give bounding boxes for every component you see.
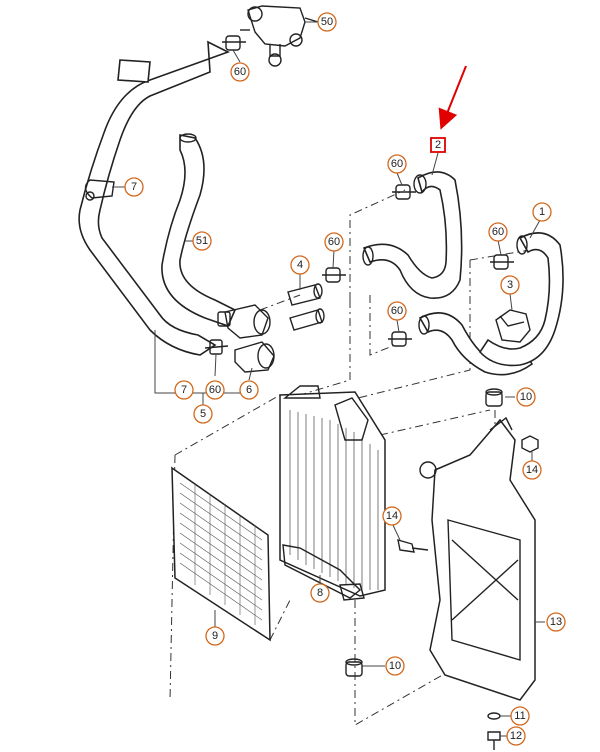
clamp-7-top bbox=[84, 179, 115, 201]
callout-7-bottom[interactable]: 7 bbox=[174, 380, 194, 400]
clamp-60-lower bbox=[388, 331, 412, 347]
callout-60-bottom[interactable]: 60 bbox=[205, 380, 225, 400]
radiator-8 bbox=[279, 385, 386, 601]
callout-6[interactable]: 6 bbox=[239, 380, 259, 400]
bolt-14-mid bbox=[397, 539, 429, 553]
connector-elbow-lower bbox=[234, 341, 275, 373]
callout-2[interactable]: 2 bbox=[430, 137, 446, 153]
clamp-60-hose1 bbox=[490, 254, 514, 270]
assembly-dash-lines bbox=[169, 189, 531, 726]
callout-9-label: 9 bbox=[212, 630, 218, 642]
callout-1-label: 1 bbox=[539, 206, 545, 218]
callout-60-b-label: 60 bbox=[328, 236, 340, 248]
callout-51[interactable]: 51 bbox=[192, 231, 212, 251]
callout-10-top[interactable]: 10 bbox=[516, 387, 536, 407]
callout-60-d[interactable]: 60 bbox=[488, 222, 508, 242]
callout-60-d-label: 60 bbox=[492, 226, 504, 238]
rubber-mount-10-top bbox=[485, 388, 503, 407]
callout-5[interactable]: 5 bbox=[193, 404, 213, 424]
callout-3[interactable]: 3 bbox=[500, 275, 520, 295]
callout-10-bottom-label: 10 bbox=[389, 660, 401, 672]
callout-60-top-label: 60 bbox=[234, 66, 246, 78]
callout-11[interactable]: 11 bbox=[510, 706, 530, 726]
callout-12-label: 12 bbox=[510, 730, 522, 742]
callout-14-right[interactable]: 14 bbox=[522, 460, 542, 480]
callout-50-label: 50 bbox=[321, 16, 333, 28]
hose-left-long bbox=[78, 40, 231, 356]
callout-4-label: 4 bbox=[297, 259, 303, 271]
callout-14-mid-label: 14 bbox=[386, 510, 398, 522]
callout-14-mid[interactable]: 14 bbox=[382, 506, 402, 526]
hose-lower-middle bbox=[418, 312, 534, 376]
callout-8[interactable]: 8 bbox=[310, 583, 330, 603]
rubber-mount-10-bottom bbox=[345, 658, 363, 677]
callout-60-a-label: 60 bbox=[391, 158, 403, 170]
callout-12[interactable]: 12 bbox=[506, 726, 526, 746]
clamp-60-hose2-upper bbox=[392, 184, 416, 200]
highlight-arrow bbox=[438, 65, 467, 130]
callout-5-label: 5 bbox=[200, 408, 206, 420]
washer-11 bbox=[487, 712, 501, 720]
callout-13[interactable]: 13 bbox=[546, 612, 566, 632]
callout-9[interactable]: 9 bbox=[205, 626, 225, 646]
bolt-12 bbox=[487, 731, 501, 750]
grille-9 bbox=[171, 466, 271, 642]
callout-6-label: 6 bbox=[246, 384, 252, 396]
hose-1 bbox=[478, 232, 564, 367]
clamp-60-top bbox=[222, 35, 246, 51]
callout-1[interactable]: 1 bbox=[532, 202, 552, 222]
callout-7-top[interactable]: 7 bbox=[124, 177, 144, 197]
grille-lines bbox=[179, 482, 263, 625]
callout-13-label: 13 bbox=[550, 616, 562, 628]
radiator-fins bbox=[289, 410, 379, 590]
callout-60-b[interactable]: 60 bbox=[324, 232, 344, 252]
callout-60-c[interactable]: 60 bbox=[387, 301, 407, 321]
callout-60-bottom-label: 60 bbox=[209, 384, 221, 396]
callout-2-label: 2 bbox=[435, 139, 441, 151]
callout-8-label: 8 bbox=[317, 587, 323, 599]
nut-14-right bbox=[521, 435, 539, 453]
cap-3 bbox=[495, 309, 531, 343]
bracket-13 bbox=[419, 416, 536, 701]
connector-elbow-upper bbox=[224, 304, 271, 339]
connectors-4 bbox=[287, 283, 325, 331]
callout-3-label: 3 bbox=[507, 279, 513, 291]
callout-60-c-label: 60 bbox=[391, 305, 403, 317]
hose-51 bbox=[161, 133, 237, 327]
callout-7-bottom-label: 7 bbox=[181, 384, 187, 396]
callout-10-top-label: 10 bbox=[520, 391, 532, 403]
callout-11-label: 11 bbox=[514, 710, 525, 722]
valve-50 bbox=[240, 5, 319, 67]
callout-51-label: 51 bbox=[196, 235, 208, 247]
callout-50[interactable]: 50 bbox=[317, 12, 337, 32]
callout-60-a[interactable]: 60 bbox=[387, 154, 407, 174]
clamp-60-center bbox=[322, 267, 346, 283]
callout-10-bottom[interactable]: 10 bbox=[385, 656, 405, 676]
callout-4[interactable]: 4 bbox=[290, 255, 310, 275]
callout-14-right-label: 14 bbox=[526, 464, 538, 476]
callout-60-top[interactable]: 60 bbox=[230, 62, 250, 82]
hose-2[interactable] bbox=[362, 171, 463, 299]
callout-7-top-label: 7 bbox=[131, 181, 137, 193]
clamps-60-bottom bbox=[204, 311, 231, 355]
